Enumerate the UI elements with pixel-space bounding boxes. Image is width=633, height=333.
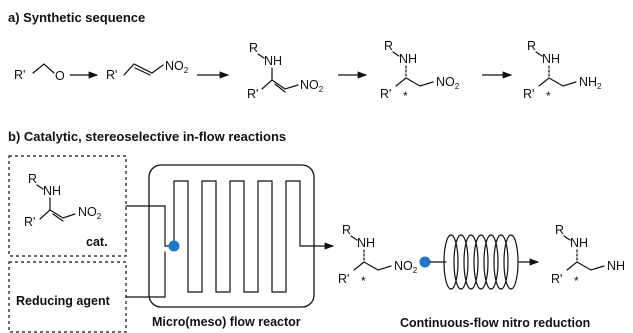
aldehyde-o: O [55,69,65,83]
diamine-r: R [527,39,536,53]
enamine-b-no: NO2 [78,205,102,221]
enamine-r2: R' [247,87,258,101]
nitroamine-no: NO2 [436,75,460,91]
nitroamine-b-nh: NH [357,236,375,250]
feed-line-top [125,205,166,223]
enamine-b-nh: NH [43,184,61,198]
reactor-chip [148,164,315,308]
nitroamine-stereo: * [403,89,408,103]
catalyst-label: cat. [86,235,108,249]
amine-b-r2: R' [551,272,562,286]
aldehyde: R' O [14,63,65,83]
nitroalkene-r: R' [106,68,117,82]
nitroalkene: R' NO2 [106,59,189,82]
mixing-point [168,240,180,252]
nitroamine-b-no: NO2 [394,259,418,275]
diamine: R NH R' * NH2 [523,39,602,103]
section-a-title: a) Synthetic sequence [8,10,145,25]
nitroamine-b: R NH R' * NO2 [338,223,418,288]
amine-b-nh: NH [570,236,588,250]
amine-b-r: R [555,223,564,237]
enamine: R NH R' NO2 [247,41,324,101]
reduction-coil [443,234,519,290]
serpentine-channel [173,180,323,293]
diamine-nh2: NH2 [579,75,602,91]
aldehyde-r: R' [14,68,25,82]
enamine-nh: NH [264,54,282,68]
enamine-no: NO2 [300,78,324,94]
flow-reactor-label: Micro(meso) flow reactor [152,315,301,329]
nitroamine-nh: NH [399,52,417,66]
enamine-b-r: R [28,172,37,186]
nitroamine-r2: R' [380,87,391,101]
reagent-inlet-point [419,256,431,268]
amine-b-tail: NH [607,259,625,273]
feed-line-bottom [125,251,166,298]
diamine-stereo: * [546,89,551,103]
amine-b-stereo: * [574,274,579,288]
nitroamine: R NH R' * NO2 [380,39,460,103]
nitro-reduction-label: Continuous-flow nitro reduction [400,316,590,330]
section-b-title: b) Catalytic, stereoselective in-flow re… [8,129,286,144]
amine-b: R NH R' * NH [551,223,625,288]
enamine-b: R NH R' NO2 [24,172,102,229]
nitroamine-r: R [384,39,393,53]
reducing-agent-label: Reducing agent [16,294,111,308]
enamine-r: R [249,41,258,55]
diamine-r2: R' [523,87,534,101]
flow-reactor [148,164,323,308]
nitroamine-b-stereo: * [361,274,366,288]
diamine-nh: NH [542,52,560,66]
substrate-box [8,155,127,257]
enamine-b-r2: R' [24,215,35,229]
nitroamine-b-r2: R' [338,272,349,286]
nitroamine-b-r: R [342,223,351,237]
nitroalkene-no: NO2 [165,59,189,75]
